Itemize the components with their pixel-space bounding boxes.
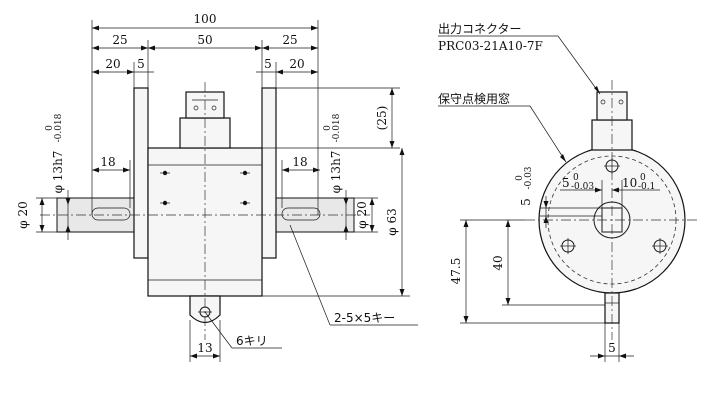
dim-right-inner: 20 xyxy=(289,57,304,71)
foot-dimension: 13 xyxy=(189,320,221,362)
front-view: 100 25 50 25 20 5 5 20 xyxy=(16,12,418,362)
dim-left-gap: 5 xyxy=(137,57,145,71)
key-height-tol-lower: -0.03 xyxy=(524,166,534,189)
key-depth-tol-lower: -0.1 xyxy=(638,182,655,192)
dim-right-section: 25 xyxy=(282,33,297,47)
dim-left-key-length: 18 xyxy=(100,155,115,169)
left-shaft-tol-upper: 0 xyxy=(45,125,55,131)
key-width-tol-lower: -0.03 xyxy=(571,182,594,192)
dim-side-foot-width: 5 xyxy=(608,341,616,355)
side-vertical-dimensions: 47.5 40 xyxy=(449,219,605,324)
dim-connector-height: (25) xyxy=(375,106,389,131)
dim-center-height: 47.5 xyxy=(449,258,463,285)
connector-callout: 出力コネクター PRC03-21A10-7F xyxy=(438,22,601,95)
hole-note: 6キリ xyxy=(236,334,268,348)
left-vertical-dimensions: φ 20 φ 13h7 0 -0.018 xyxy=(16,113,71,240)
dim-foot-width: 13 xyxy=(197,341,212,355)
window-label: 保守点検用窓 xyxy=(438,91,510,106)
left-shaft-tol-lower: -0.018 xyxy=(54,113,64,142)
right-shaft-tol-lower: -0.018 xyxy=(332,113,342,142)
dim-right-key-length: 18 xyxy=(292,155,307,169)
key-width-tol-upper: 0 xyxy=(573,173,579,183)
dim-center-section: 50 xyxy=(197,33,212,47)
dim-body-dia: φ 63 xyxy=(385,208,399,236)
dim-left-inner: 20 xyxy=(105,57,120,71)
side-view: 出力コネクター PRC03-21A10-7F 保守点検用窓 5 0 -0.03 … xyxy=(438,22,700,362)
dim-left-shaft-fit: φ 13h7 xyxy=(51,151,65,194)
right-flange-rim xyxy=(261,87,277,259)
dim-right-gap: 5 xyxy=(264,57,272,71)
right-shaft-tol-upper: 0 xyxy=(323,125,333,131)
side-foot-dimension: 5 xyxy=(590,323,634,362)
dim-overall-length: 100 xyxy=(194,12,217,26)
dim-hole-pitch-height: 40 xyxy=(491,255,505,270)
body-bolt-marks xyxy=(160,170,250,206)
dim-right-shaft-dia: φ 20 xyxy=(355,201,369,229)
dim-left-shaft-dia: φ 20 xyxy=(16,201,30,229)
window-callout: 保守点検用窓 xyxy=(438,91,567,163)
dim-key-height: 5 xyxy=(519,198,533,206)
dim-key-width: 5 xyxy=(562,176,570,190)
keyway-note: 2-5×5キー xyxy=(334,311,395,325)
dim-right-shaft-fit: φ 13h7 xyxy=(329,151,343,194)
dim-left-section: 25 xyxy=(112,33,127,47)
top-dimensions: 100 25 50 25 20 5 5 20 xyxy=(91,12,319,215)
right-vertical-dimensions: φ 13h7 0 -0.018 φ 20 (25) φ 63 xyxy=(262,87,410,297)
key-depth-tol-upper: 0 xyxy=(640,173,646,183)
mounting-foot xyxy=(189,295,221,324)
leader-notes: 6キリ 2-5×5キー xyxy=(204,224,418,349)
connector-label: 出力コネクター xyxy=(438,22,522,36)
left-flange-rim xyxy=(133,87,149,259)
key-height-tol-upper: 0 xyxy=(515,175,525,181)
right-keyway xyxy=(281,207,321,221)
key-length-dimensions: 18 18 xyxy=(92,155,320,208)
connector-part-number: PRC03-21A10-7F xyxy=(438,39,543,53)
dim-key-depth: 10 xyxy=(622,176,637,190)
key-dimensions: 5 0 -0.03 10 0 -0.1 5 0 -0.03 xyxy=(515,166,660,228)
